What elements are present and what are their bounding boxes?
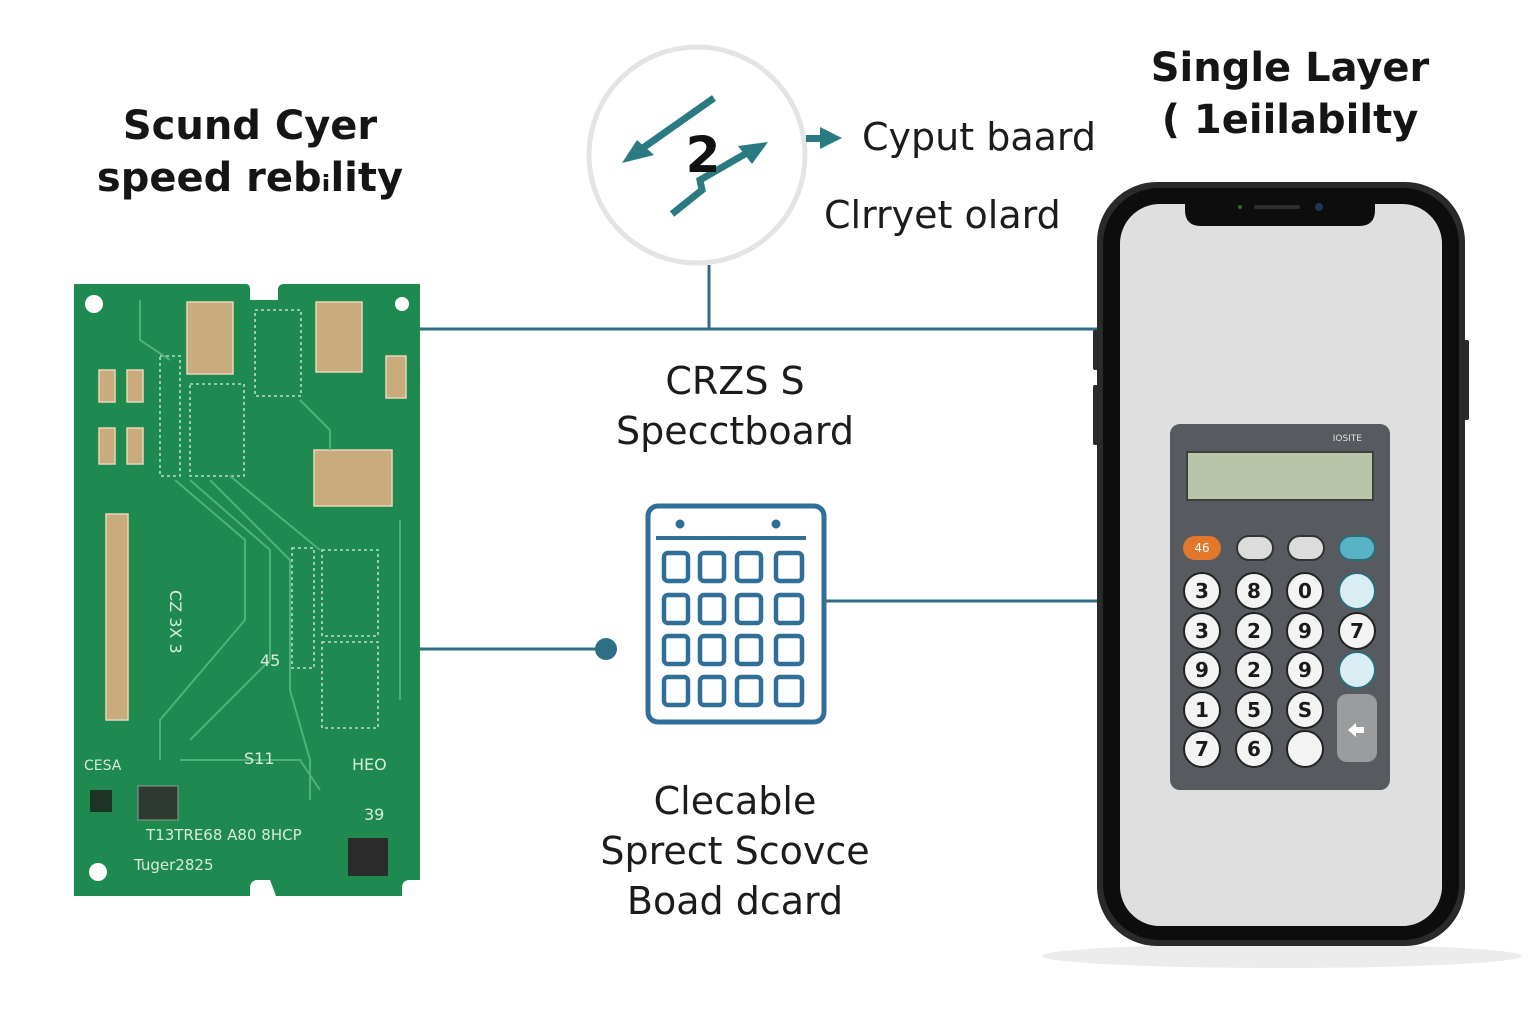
calc-key[interactable]	[1338, 651, 1376, 689]
pcb-chip	[137, 785, 179, 821]
calculator-brand: IOSITE	[1333, 434, 1363, 444]
label-output-board: Cyput baard	[862, 115, 1096, 159]
calc-key-label: 3	[1195, 579, 1209, 603]
pcb-silk-label: S11	[244, 749, 275, 768]
pcb-silk-line: T13TRE68 A80 8HCP	[145, 826, 302, 844]
left-heading-line1: Scund Cyer	[122, 103, 378, 149]
calc-key[interactable]	[1183, 730, 1221, 768]
connector-dot-left	[595, 638, 617, 660]
swap-arrows-icon: 2	[586, 44, 808, 266]
calc-key[interactable]	[1183, 612, 1221, 650]
pcb-silk-label: 45	[260, 651, 280, 670]
keypad-grid-icon	[645, 503, 827, 725]
calc-key-teal[interactable]	[1338, 535, 1376, 561]
calc-key-label: 9	[1298, 619, 1312, 643]
calc-key[interactable]	[1183, 572, 1221, 610]
calc-key-label: 9	[1298, 658, 1312, 682]
pcb-chip	[348, 838, 388, 876]
calc-key[interactable]	[1338, 612, 1376, 650]
left-heading-line2: speed rebᵢlity	[96, 155, 404, 201]
middle-label-line1: CRZS S	[665, 359, 805, 403]
pcb-silk-label: HEO	[352, 755, 387, 774]
calc-key-label: 2	[1247, 658, 1261, 682]
arrow-right-icon	[806, 127, 842, 149]
bottom-label-line3: Boad dcard	[626, 879, 844, 923]
label-second-board: Clrryet olard	[824, 193, 1061, 237]
calculator-widget: IOSITE 46 3 8 0 3	[1170, 424, 1390, 790]
calculator-number-keys: 3 8 0 3 2 9 7 9 2 9	[1183, 572, 1377, 768]
middle-label-line2: Specctboard	[615, 409, 855, 453]
pcb-silk-label: CZ 3X 3	[166, 590, 185, 654]
bottom-label: Clecable Sprect Scovce Boad dcard	[560, 776, 910, 926]
calc-key[interactable]	[1235, 651, 1273, 689]
right-heading-line2: ( 1eiilabilty	[1161, 97, 1419, 143]
right-heading-line1: Single Layer	[1150, 45, 1430, 91]
backspace-arrow-icon	[1348, 723, 1356, 737]
calc-key-label: 8	[1247, 579, 1261, 603]
calc-key-label: 3	[1195, 619, 1209, 643]
calc-key[interactable]	[1235, 612, 1273, 650]
calc-key-label: 1	[1195, 698, 1209, 722]
calc-key-label: 7	[1195, 737, 1209, 761]
calc-key[interactable]	[1235, 730, 1273, 768]
bottom-label-line1: Clecable	[653, 779, 817, 823]
pcb-silk-label: 39	[364, 805, 384, 824]
pcb-silk-line: Tuger2825	[133, 856, 213, 874]
pcb-silk-line: CESA	[84, 758, 122, 774]
pcb-mount-hole	[395, 297, 409, 311]
calc-key-orange[interactable]	[1183, 536, 1221, 560]
calc-key-label: 46	[1194, 541, 1209, 555]
pcb-board: CZ 3X 3 S11 HEO 45 39 T13TRE68 A80 8HCP …	[74, 284, 420, 896]
pcb-mount-hole	[89, 863, 107, 881]
calc-key-fn[interactable]	[1287, 535, 1325, 561]
calc-key[interactable]	[1338, 572, 1376, 610]
calc-key-label: 6	[1247, 737, 1261, 761]
calc-key[interactable]	[1183, 651, 1221, 689]
calculator-display	[1186, 451, 1374, 501]
swap-icon-number: 2	[686, 126, 721, 184]
pcb-chip	[90, 790, 112, 812]
connector-lines	[418, 265, 1148, 651]
calc-key[interactable]	[1286, 730, 1324, 768]
pcb-mount-hole	[85, 295, 103, 313]
calculator-top-keys: 46	[1183, 535, 1376, 561]
calc-key[interactable]	[1235, 691, 1273, 729]
calc-key[interactable]	[1183, 691, 1221, 729]
calc-key[interactable]	[1286, 691, 1324, 729]
calc-key-label: S	[1298, 698, 1312, 722]
right-heading: Single Layer ( 1eiilabilty	[1110, 42, 1470, 146]
left-heading: Scund Cyer speed rebᵢlity	[70, 100, 430, 204]
calc-key-label: 9	[1195, 658, 1209, 682]
bottom-label-line2: Sprect Scovce	[600, 829, 870, 873]
calc-key-fn[interactable]	[1236, 535, 1274, 561]
middle-label: CRZS S Specctboard	[560, 356, 910, 456]
calc-key-label: 5	[1247, 698, 1261, 722]
calc-key[interactable]	[1286, 612, 1324, 650]
smartphone: IOSITE 46 3 8 0 3	[1042, 182, 1522, 968]
calc-key[interactable]	[1235, 572, 1273, 610]
calc-key[interactable]	[1286, 651, 1324, 689]
calc-key-label: 0	[1298, 579, 1312, 603]
calc-key-label: 2	[1247, 619, 1261, 643]
calc-key-label: 7	[1350, 619, 1364, 643]
calc-key[interactable]	[1286, 572, 1324, 610]
